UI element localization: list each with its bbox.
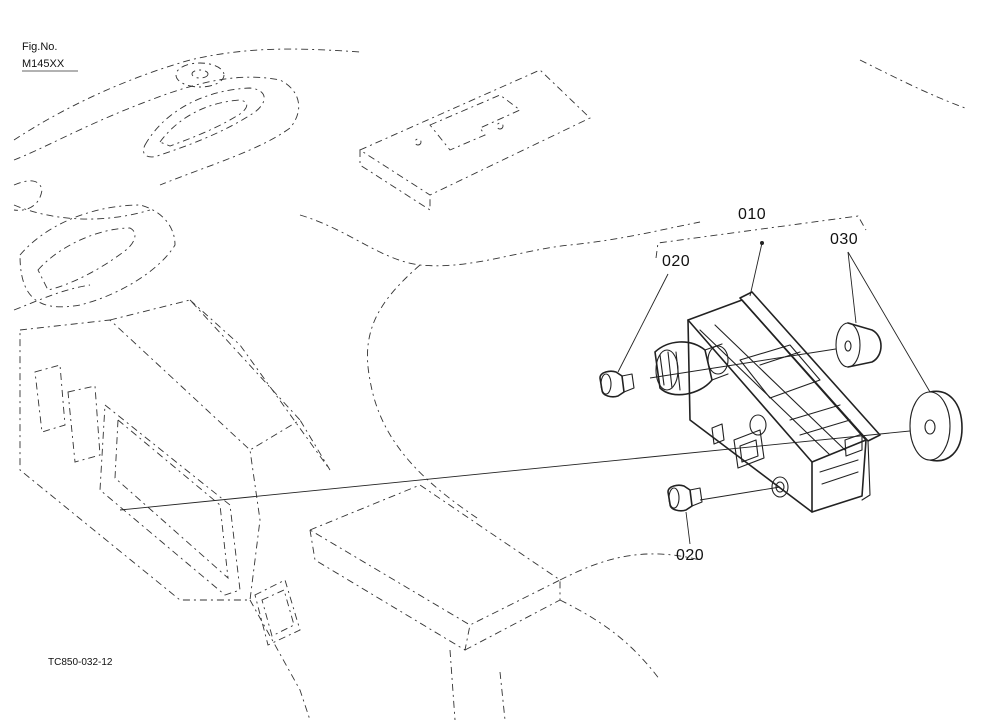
callout-030-leader-b <box>847 251 931 393</box>
console-lower-c <box>559 599 661 681</box>
console-oval-outer <box>143 87 265 158</box>
cap-upper-rim <box>835 322 861 368</box>
front-square <box>733 429 765 469</box>
housing-window <box>739 344 821 399</box>
callout-010-bracket <box>655 215 867 259</box>
bulb-lower-end <box>668 487 680 509</box>
panel-top <box>109 299 301 451</box>
panel-window-1 <box>34 364 66 433</box>
drawing-code: TC850-032-12 <box>48 657 113 668</box>
dash-left-b <box>13 284 91 311</box>
dash-outline-right <box>859 59 966 109</box>
callout-030-label: 030 <box>830 231 858 248</box>
plate-hole-a <box>414 138 422 146</box>
callout-020-lower-leader-a <box>685 511 691 545</box>
bulb-upper-base <box>621 373 635 393</box>
plate-hole-b <box>496 122 504 130</box>
knob-face <box>655 349 679 391</box>
console-lower-d <box>559 553 701 581</box>
console-block-side <box>464 580 561 651</box>
dash-contour-curve <box>367 264 481 521</box>
console-edge-knob <box>13 180 43 211</box>
callout-020-upper: 020 <box>617 253 690 373</box>
panel-lower-edge <box>249 599 311 721</box>
figure-number-block: Fig.No. M145XX <box>22 41 78 72</box>
console-block-top <box>308 484 561 626</box>
plate-cutout <box>429 94 521 151</box>
plate <box>359 69 591 196</box>
callout-020-upper-label: 020 <box>662 253 690 270</box>
cap-upper <box>835 322 882 368</box>
housing-rib-2 <box>714 324 846 451</box>
panel-switch <box>254 579 301 646</box>
callout-010-dot <box>760 241 764 245</box>
cap-lower-hole <box>924 419 936 435</box>
bulb-lower <box>667 484 703 512</box>
cap-lower-rim <box>909 391 951 461</box>
cap-upper-hole <box>844 340 852 352</box>
plate-edge <box>359 150 431 211</box>
knob-collar <box>707 345 729 375</box>
bulb-lower-base <box>689 487 703 507</box>
housing-side <box>811 439 867 513</box>
dash-contour-mid <box>299 214 701 267</box>
console-upper <box>13 76 300 186</box>
panel-window-2 <box>67 385 101 463</box>
dash-outline-top <box>13 48 361 141</box>
axis-long <box>119 429 921 511</box>
knob-body <box>654 341 713 396</box>
callout-010-leader <box>749 242 763 297</box>
console-boss-hole <box>191 69 209 79</box>
housing-front <box>687 319 813 513</box>
front-socket-lower <box>771 476 789 498</box>
figure-label: Fig.No. <box>22 41 57 53</box>
callout-020-upper-leader <box>617 273 669 373</box>
front-socket-upper <box>749 414 767 436</box>
front-socket-lower-inner <box>775 481 785 493</box>
console-lower-oval <box>37 227 136 291</box>
knob-grip <box>659 351 681 391</box>
flange-right <box>861 440 871 501</box>
housing-slot-1 <box>789 404 841 421</box>
callout-030: 030 <box>830 231 931 393</box>
axis-upper <box>649 345 856 379</box>
console-lower-a <box>449 649 456 721</box>
housing-side-slot-2 <box>821 471 859 485</box>
callout-010: 010 <box>655 206 867 297</box>
figure-number: M145XX <box>22 58 65 70</box>
front-square-inner <box>739 439 759 463</box>
cap-lower <box>909 390 963 462</box>
axis-lower <box>699 486 781 501</box>
housing-window-line <box>759 351 801 366</box>
callout-020-lower: 020 <box>676 511 704 564</box>
flange-top <box>739 291 881 442</box>
console-lower-b <box>499 671 506 721</box>
housing-slot-2 <box>799 419 851 436</box>
switch-assembly <box>119 291 921 513</box>
dash-left-a <box>13 204 151 220</box>
dashboard-background <box>13 48 966 721</box>
callout-030-leader-a <box>847 251 857 324</box>
front-tab <box>711 423 725 445</box>
housing-side-slot-1 <box>819 459 859 473</box>
bulb-upper-end <box>600 373 612 395</box>
console-lower <box>19 204 176 308</box>
console-block-front <box>309 529 471 651</box>
bulb-upper <box>599 370 635 398</box>
panel-window-3-inner <box>114 419 229 580</box>
console-oval-inner <box>159 99 248 147</box>
console-boss <box>175 62 225 88</box>
panel-top-edge <box>189 299 331 471</box>
knob-collar-edges <box>704 343 729 381</box>
cap-lower-body <box>929 390 963 462</box>
cap-upper-body <box>847 322 882 368</box>
callout-010-label: 010 <box>738 206 766 223</box>
instrument-panel <box>19 319 261 601</box>
callout-020-lower-label: 020 <box>676 547 704 564</box>
panel-switch-inner <box>261 589 295 637</box>
